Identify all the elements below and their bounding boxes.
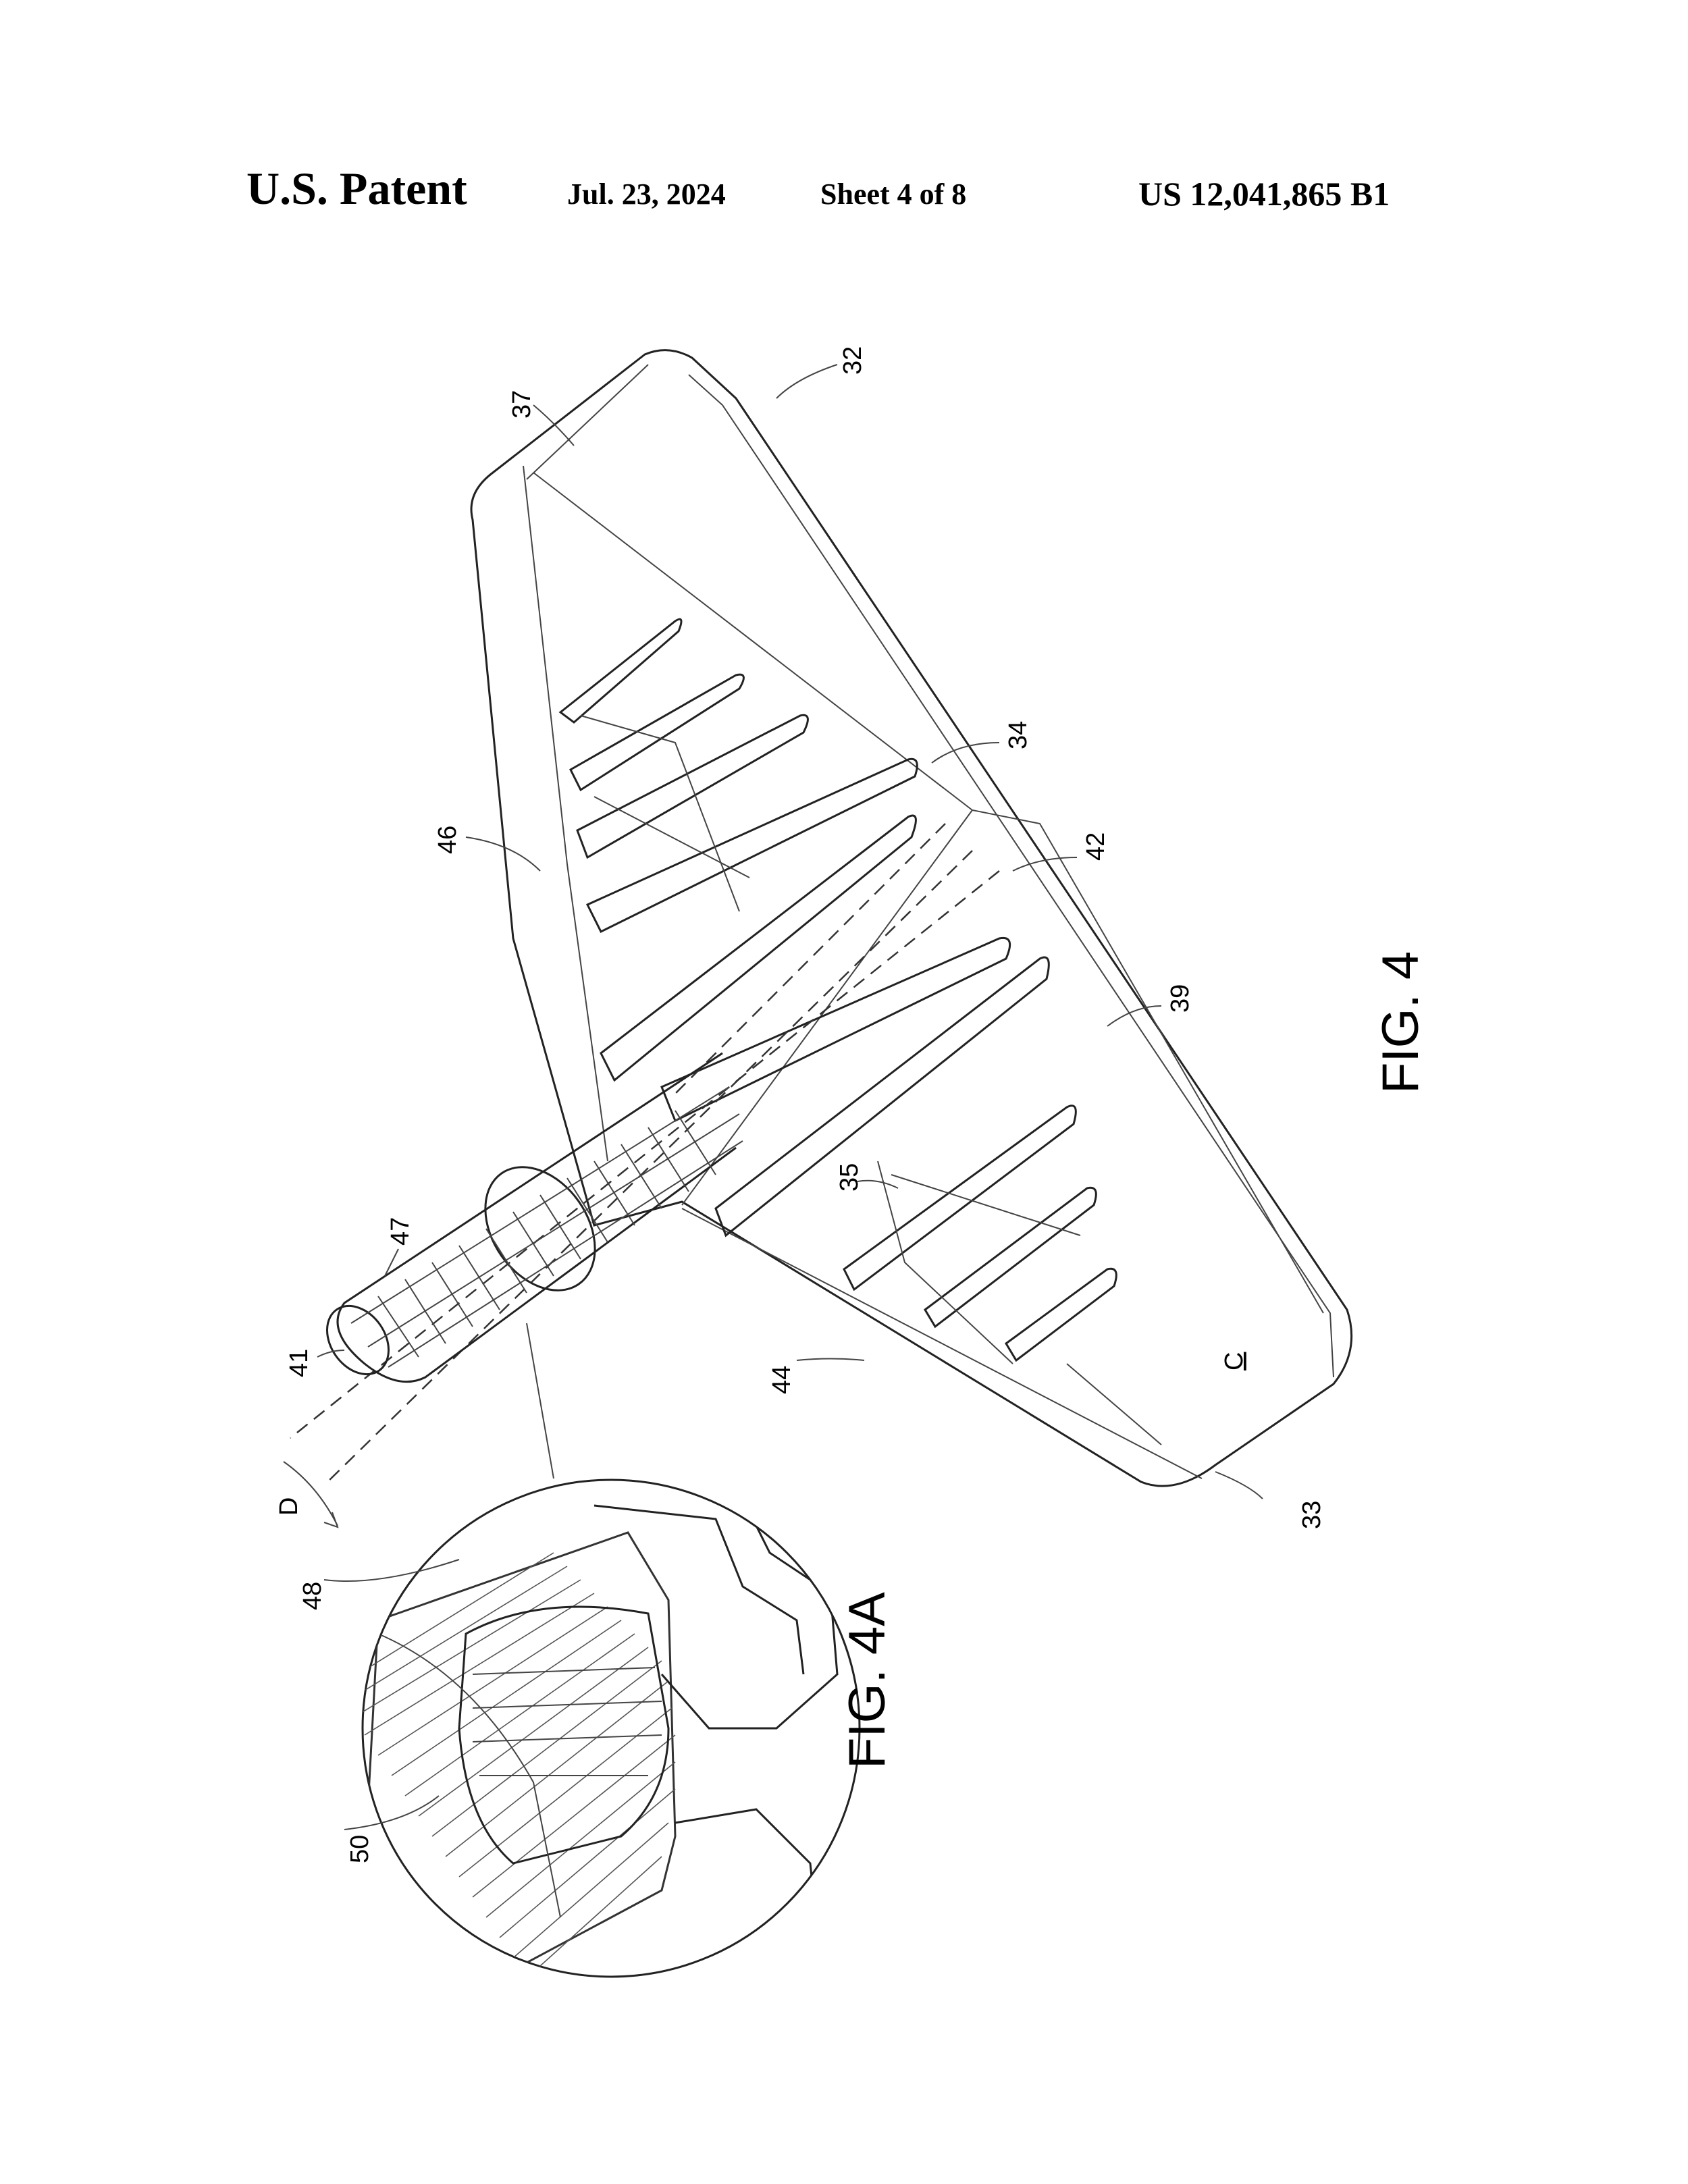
upper-ribs — [558, 618, 918, 1082]
ref-37: 37 — [508, 390, 536, 419]
ref-D: D — [275, 1497, 303, 1516]
ref-33: 33 — [1298, 1501, 1326, 1529]
ref-32: 32 — [839, 346, 867, 375]
ref-46: 46 — [433, 826, 462, 854]
ref-35: 35 — [835, 1163, 864, 1192]
angle-indicator — [283, 1461, 339, 1528]
axis-line — [290, 823, 1000, 1486]
figure-4a-caption: FIG. 4A — [839, 1592, 896, 1769]
ref-41: 41 — [285, 1349, 313, 1377]
ref-42: 42 — [1082, 832, 1110, 861]
ref-44: 44 — [768, 1366, 796, 1394]
figure-4-caption: FIG. 4 — [1372, 951, 1429, 1094]
ref-48: 48 — [298, 1582, 327, 1610]
ref-50: 50 — [346, 1835, 374, 1863]
ref-C: C — [1220, 1352, 1248, 1370]
patent-title: U.S. Patent — [246, 163, 467, 214]
lower-ribs — [660, 936, 1162, 1445]
ref-47: 47 — [386, 1217, 415, 1246]
detail-leader — [526, 1323, 554, 1479]
leader-lines — [317, 364, 1263, 1830]
blade-body — [470, 349, 1353, 1487]
sheet-number: Sheet 4 of 8 — [820, 178, 967, 211]
lattice-handle — [326, 1052, 743, 1383]
detail-circle — [361, 1479, 861, 1978]
reference-numerals: 37 32 34 42 46 39 35 47 41 44 C 33 D 48 … — [275, 346, 1326, 1863]
ref-39: 39 — [1166, 984, 1194, 1013]
patent-number: US 12,041,865 B1 — [1138, 175, 1390, 213]
ref-34: 34 — [1004, 721, 1032, 749]
patent-date: Jul. 23, 2024 — [567, 178, 726, 211]
